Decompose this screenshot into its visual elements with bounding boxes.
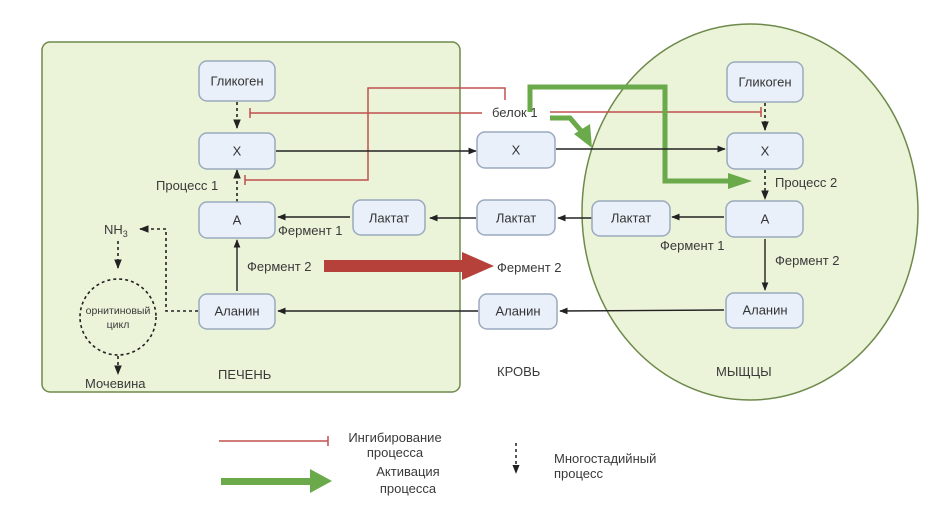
node-label: A — [761, 212, 770, 227]
node-blood-x[interactable]: X — [476, 131, 556, 169]
legend-inhibition-line2: процесса — [367, 445, 424, 460]
node-label: A — [233, 213, 242, 228]
node-label: Гликоген — [738, 75, 791, 90]
node-liver-x[interactable]: X — [198, 132, 276, 170]
label-protein1: белок 1 — [492, 105, 538, 120]
node-muscle-a[interactable]: A — [725, 200, 804, 238]
node-label: Аланин — [742, 303, 787, 318]
legend-multistep: Многостадийный процесс — [512, 443, 656, 481]
node-label: Лактат — [369, 211, 409, 226]
node-label: X — [512, 143, 521, 158]
label-blood-enzyme2: Фермент 2 — [497, 260, 562, 275]
legend-activation-line1: Активация — [376, 464, 439, 479]
node-label: X — [761, 144, 770, 159]
node-liver-lactate[interactable]: Лактат — [352, 199, 426, 236]
inhibition-lines — [244, 87, 762, 185]
legend-multistep-line2: процесс — [554, 466, 604, 481]
node-muscle-x[interactable]: X — [726, 132, 804, 170]
enzyme2-transfer-arrow — [324, 252, 494, 280]
legend-activation: Активация процесса — [221, 464, 440, 496]
label-nh3: NH3 — [104, 222, 128, 239]
label-cycle-line1: орнитиновый — [86, 305, 151, 317]
ornithine-cycle — [79, 278, 157, 356]
dashed-alanine-to-nh3 — [139, 225, 198, 312]
node-blood-lactate[interactable]: Лактат — [476, 199, 556, 236]
node-muscle-lactate[interactable]: Лактат — [591, 200, 671, 237]
legend: Ингибирование процесса Активация процесс… — [219, 430, 656, 496]
label-muscle: МЫЩЦЫ — [716, 364, 772, 379]
label-liver-enzyme1: Фермент 1 — [278, 223, 343, 238]
arrow-muscle-alanine-to-blood-alanine — [559, 307, 725, 315]
label-liver-enzyme2: Фермент 2 — [247, 259, 312, 274]
activation-arrows — [527, 84, 752, 189]
label-urea: Мочевина — [85, 376, 146, 391]
label-process1: Процесс 1 — [156, 178, 218, 193]
node-label: Лактат — [496, 211, 536, 226]
node-label: Лактат — [611, 211, 651, 226]
node-label: Аланин — [495, 304, 540, 319]
legend-inhibition-line1: Ингибирование — [348, 430, 441, 445]
legend-multistep-line1: Многостадийный — [554, 451, 656, 466]
activation-to-process2 — [527, 84, 728, 184]
node-label: Аланин — [214, 304, 259, 319]
node-liver-glycogen[interactable]: Гликоген — [198, 60, 276, 102]
label-muscle-enzyme1: Фермент 1 — [660, 238, 725, 253]
node-blood-alanine[interactable]: Аланин — [478, 293, 558, 330]
label-cycle-line2: цикл — [107, 319, 130, 331]
node-muscle-glycogen[interactable]: Гликоген — [726, 61, 804, 103]
node-label: X — [233, 144, 242, 159]
node-liver-alanine[interactable]: Аланин — [198, 293, 276, 330]
legend-activation-line2: процесса — [380, 481, 437, 496]
node-label: Гликоген — [210, 74, 263, 89]
legend-inhibition: Ингибирование процесса — [219, 430, 442, 460]
node-liver-a[interactable]: A — [198, 201, 276, 239]
activation-to-transport — [550, 115, 584, 134]
node-muscle-alanine[interactable]: Аланин — [725, 292, 804, 329]
label-process2: Процесс 2 — [775, 175, 837, 190]
label-muscle-enzyme2: Фермент 2 — [775, 253, 840, 268]
label-liver: ПЕЧЕНЬ — [218, 367, 271, 382]
inhibition-to-process1 — [245, 87, 506, 181]
label-blood: КРОВЬ — [497, 364, 540, 379]
